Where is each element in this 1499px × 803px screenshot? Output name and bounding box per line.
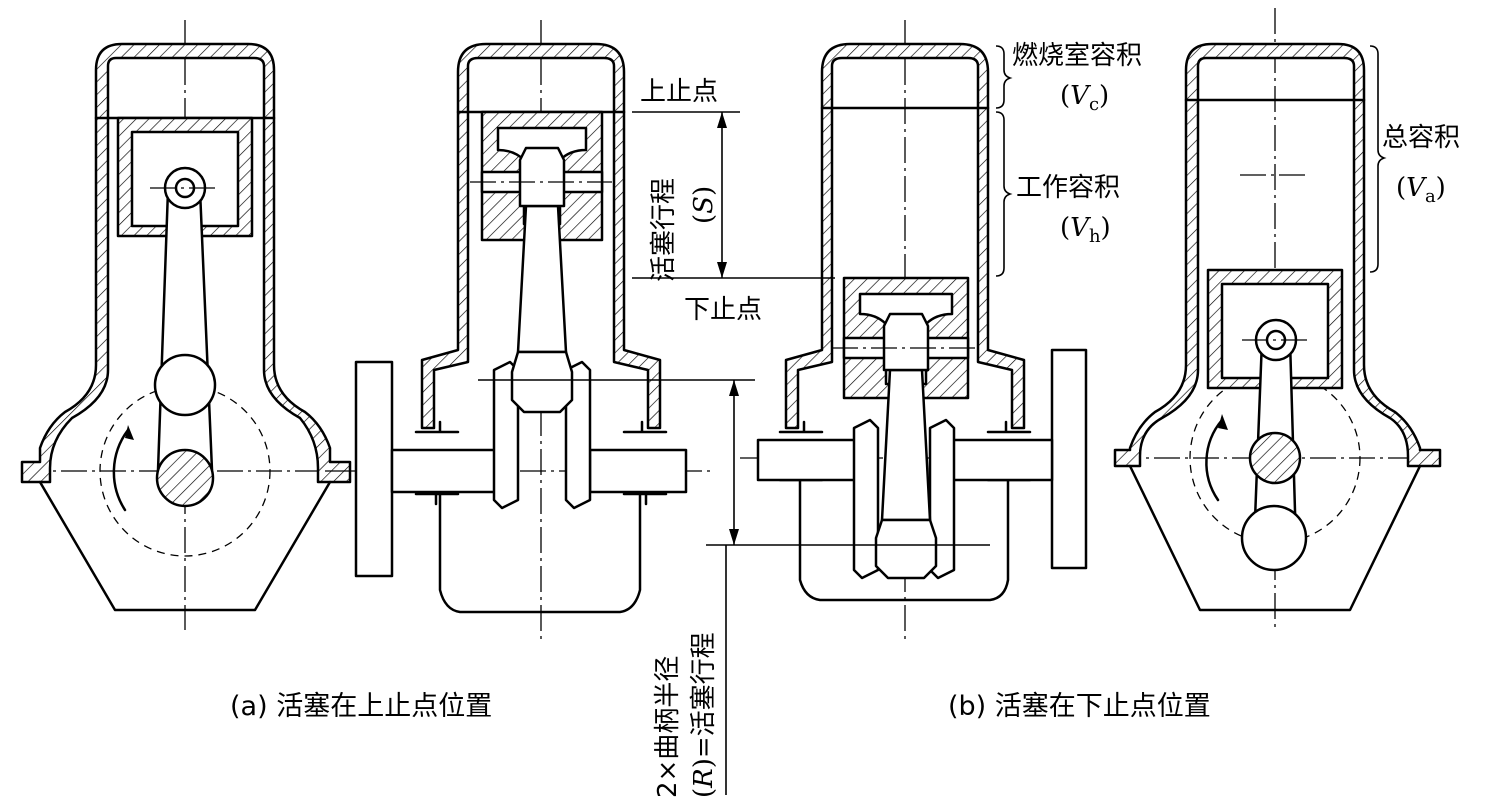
svg-text:(S): (S) <box>689 186 719 224</box>
crank-dimension <box>725 380 739 795</box>
engine-b-side-view <box>1113 8 1442 630</box>
crank-label-1-text: 2×曲柄半径 <box>653 656 683 798</box>
bdc-label: 下止点 <box>684 295 762 325</box>
stroke-dimension <box>632 111 835 279</box>
total-volume-symbol: (Va) <box>1396 173 1446 207</box>
tdc-label: 上止点 <box>640 77 718 107</box>
stroke-label: 活塞行程 <box>649 178 679 282</box>
stroke-symbol: (S) <box>689 186 719 224</box>
crank-label-1: 2×曲柄半径 <box>653 656 683 798</box>
stroke-label-text: 活塞行程 <box>649 178 679 282</box>
working-volume-symbol: (Vh) <box>1060 213 1111 247</box>
stroke-symbol-text: S <box>689 196 719 214</box>
crank-label-2-rest: )=活塞行程 <box>689 632 719 768</box>
engine-b-section-view <box>706 20 1088 640</box>
engine-a-section-view <box>325 20 755 640</box>
crank-label-2: (R)=活塞行程 <box>689 632 719 798</box>
engine-a-side-view <box>20 20 355 630</box>
combustion-volume-symbol: (Vc) <box>1060 81 1109 115</box>
working-volume-label: 工作容积 <box>1016 173 1120 203</box>
svg-text:(R)=活塞行程: (R)=活塞行程 <box>689 632 719 798</box>
caption-b: (b) 活塞在下止点位置 <box>948 691 1211 722</box>
combustion-volume-label: 燃烧室容积 <box>1012 41 1142 71</box>
volume-braces <box>995 45 1387 277</box>
total-volume-label: 总容积 <box>1382 123 1460 153</box>
caption-a: (a) 活塞在上止点位置 <box>230 691 492 722</box>
crank-label-2-symbol: R <box>689 768 719 789</box>
